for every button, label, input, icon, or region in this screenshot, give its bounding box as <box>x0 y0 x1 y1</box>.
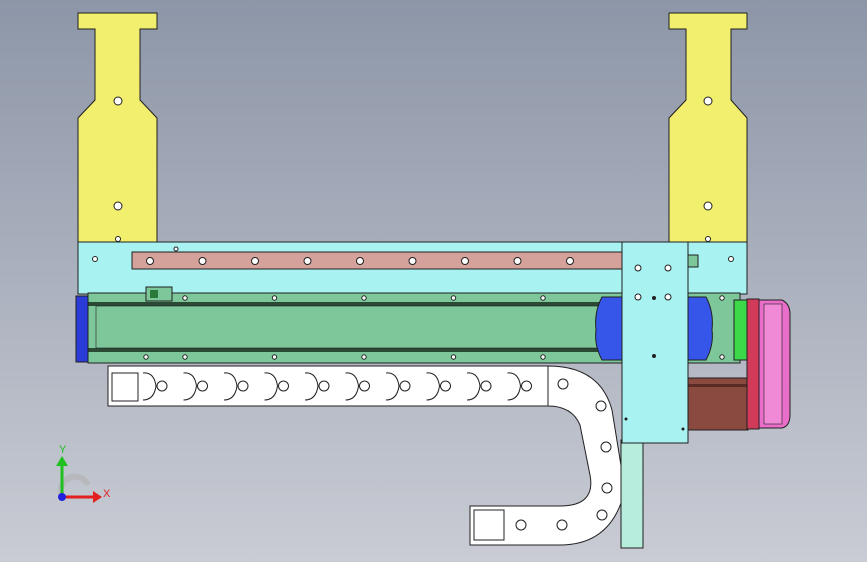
limit-sensor[interactable] <box>145 286 173 302</box>
chain-link-pin <box>197 380 208 392</box>
rail-bolt-hole <box>356 257 364 265</box>
chain-link-edge <box>142 372 157 401</box>
rail-bolt-hole <box>303 257 312 265</box>
linear-guide-rail[interactable] <box>131 251 623 270</box>
chain-link-edge <box>426 372 441 401</box>
chain-link-pin <box>359 380 370 392</box>
chain-link-pin <box>515 519 527 531</box>
chain-link-pin <box>399 380 411 392</box>
chain-link-pin <box>318 380 330 392</box>
chain-link-pin <box>156 380 168 392</box>
chain-link-pin <box>278 380 289 392</box>
left-end-cap[interactable] <box>75 295 89 363</box>
rail-bolt-hole <box>566 257 574 265</box>
chain-link-edge <box>466 372 481 401</box>
carriage-block-left[interactable] <box>595 296 623 361</box>
profile-hole <box>540 354 546 360</box>
profile-hole <box>361 295 367 301</box>
rail-bolt-holes <box>146 257 574 265</box>
profile-hole <box>271 295 278 301</box>
chain-links <box>142 372 532 401</box>
rail-bolt-hole <box>461 257 469 265</box>
chain-link-pin <box>480 380 492 392</box>
chain-link-pin <box>237 380 249 392</box>
rail-bolt-hole <box>513 257 522 265</box>
chain-link-pin <box>596 509 608 521</box>
chain-link-pin <box>557 378 569 390</box>
chain-links-loop <box>515 378 613 531</box>
chain-link-edge <box>264 372 279 401</box>
profile-hole <box>361 354 367 360</box>
carriage-plate[interactable] <box>621 241 699 444</box>
rail-bolt-hole <box>198 257 207 265</box>
coordinate-triad: Y X <box>56 444 111 503</box>
profile-hole <box>182 354 188 360</box>
profile-hole <box>719 354 725 360</box>
profile-hole <box>450 295 457 301</box>
chain-mount-bar[interactable] <box>620 439 644 549</box>
chain-link-edge <box>385 372 400 401</box>
chain-link-pin <box>595 400 607 412</box>
rail-bolt-hole <box>146 257 154 265</box>
chain-link-edge <box>507 372 522 401</box>
carriage-block-right[interactable] <box>687 296 713 361</box>
chain-link-pin <box>521 380 532 392</box>
profile-hole <box>540 295 546 301</box>
profile-hole <box>143 354 149 360</box>
cable-chain-horizontal[interactable] <box>107 365 549 407</box>
cable-chain-loop[interactable] <box>469 365 626 546</box>
right-mounting-bracket[interactable] <box>668 12 748 244</box>
x-axis-label: X <box>103 488 111 500</box>
chain-link-pin <box>556 519 568 531</box>
chain-link-edge <box>304 372 319 401</box>
rail-bolt-hole <box>408 257 417 265</box>
profile-holes-bottom <box>143 354 725 360</box>
servo-motor[interactable] <box>687 298 791 431</box>
chain-link-pin <box>600 441 612 453</box>
chain-link-pin <box>601 482 613 494</box>
profile-hole <box>719 295 725 301</box>
chain-link-edge <box>183 372 198 401</box>
profile-hole <box>182 295 188 301</box>
rail-bolt-hole <box>251 257 259 265</box>
profile-hole <box>271 354 278 360</box>
y-axis-label: Y <box>59 444 67 456</box>
chain-link-pin <box>440 380 451 392</box>
chain-link-edge <box>345 372 360 401</box>
chain-link-edge <box>223 372 238 401</box>
profile-hole <box>450 354 457 360</box>
